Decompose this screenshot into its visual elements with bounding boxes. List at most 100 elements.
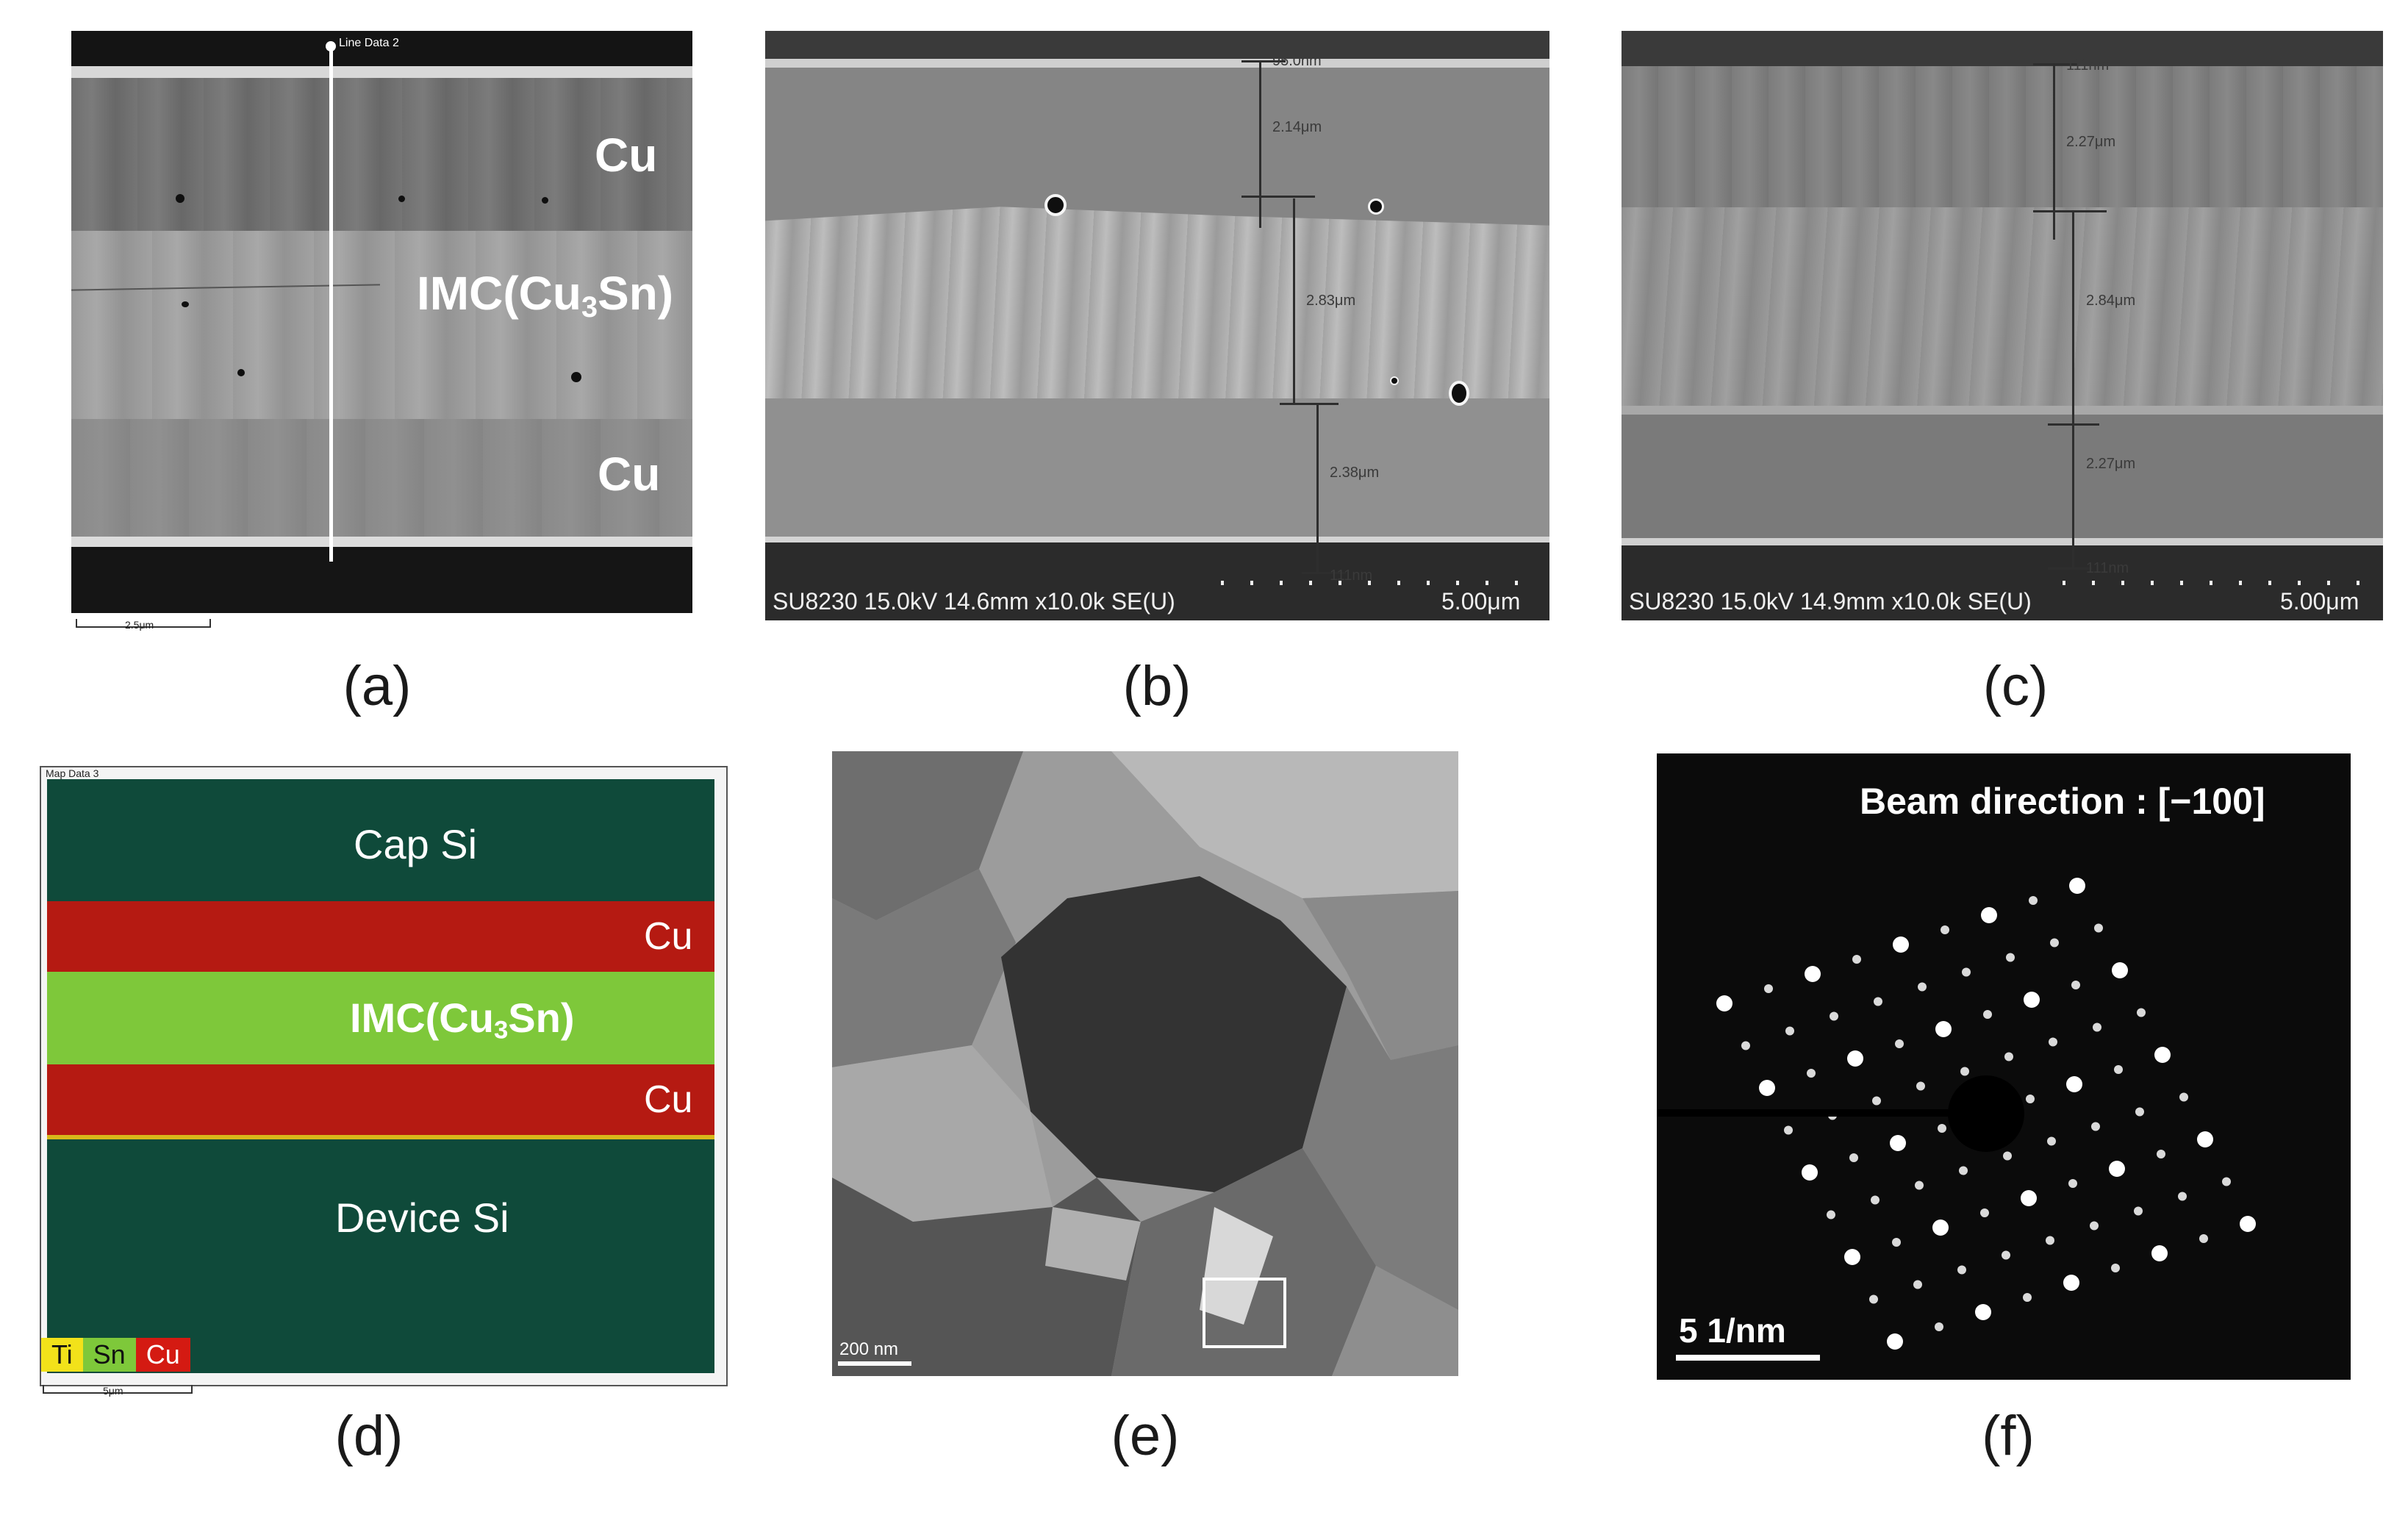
- meas-bottom-c: 111nm: [2086, 560, 2129, 576]
- diffraction-spot: [2199, 1234, 2208, 1243]
- scale-bar-a: [76, 619, 211, 628]
- diffraction-spot: [1887, 1333, 1903, 1350]
- diffraction-spot: [2002, 1250, 2010, 1260]
- void: [176, 194, 184, 203]
- diffraction-spot: [1890, 1135, 1906, 1151]
- diffraction-spot: [1941, 925, 1949, 934]
- diffraction-spot: [1827, 1210, 1835, 1219]
- meas-3-b: 2.38μm: [1330, 465, 1380, 481]
- region-marker-box: [1203, 1278, 1286, 1348]
- diffraction-spot: [1874, 997, 1882, 1006]
- meas-top-b: 95.0nm: [1272, 53, 1322, 69]
- diffraction-spot: [1938, 1124, 1946, 1133]
- diffraction-spot: [1893, 936, 1909, 953]
- eds-legend: Ti Sn Cu: [41, 1338, 190, 1372]
- sem-info-b: SU8230 15.0kV 14.6mm x10.0k SE(U): [773, 588, 1175, 615]
- beam-direction-label: Beam direction : [−100]: [1860, 781, 2265, 822]
- meas-1-c: 2.27μm: [2066, 134, 2116, 150]
- label-imc-d: IMC(Cu3Sn): [350, 995, 575, 1045]
- diffraction-spot: [1932, 1219, 1949, 1236]
- diffraction-spot: [2157, 1150, 2165, 1158]
- meas-2-c: 2.84μm: [2086, 293, 2136, 309]
- label-cu-bottom-d: Cu: [644, 1078, 693, 1121]
- panel-a-sem-image: Line Data 2 Cu IMC(Cu3Sn) Cu: [71, 31, 692, 613]
- panel-b-sem-image: 95.0nm 2.14μm 2.83μm 2.38μm 111nm SU8230…: [765, 31, 1549, 620]
- scale-bar-d: [43, 1385, 193, 1394]
- caption-b: (b): [1122, 655, 1192, 717]
- diffraction-spot: [1805, 966, 1821, 982]
- diffraction-spot: [1975, 1304, 1991, 1320]
- scale-text-c: 5.00μm: [2280, 588, 2359, 615]
- diffraction-spot: [1913, 1280, 1922, 1289]
- diffraction-spot: [2111, 1264, 2120, 1272]
- scale-bar-d-label: 5μm: [103, 1385, 123, 1397]
- scale-text-e: 200 nm: [839, 1339, 899, 1359]
- caption-e: (e): [1111, 1405, 1180, 1467]
- diffraction-spot: [2004, 1052, 2013, 1061]
- diffraction-spot: [1916, 1081, 1925, 1091]
- diffraction-spot: [1981, 907, 1997, 923]
- void: [542, 197, 548, 204]
- eds-region-cu-bottom: [47, 1064, 714, 1135]
- meas-1-b: 2.14μm: [1272, 119, 1322, 135]
- panel-e-tem-image: 200 nm: [832, 751, 1458, 1376]
- label-cu-top-d: Cu: [644, 915, 693, 958]
- eds-region-cu-top: [47, 901, 714, 972]
- diffraction-spot: [2023, 1293, 2032, 1302]
- void: [182, 301, 189, 307]
- diffraction-spot: [2047, 1136, 2056, 1146]
- diffraction-spot: [2134, 1206, 2143, 1216]
- diffraction-spot: [1959, 1166, 1968, 1175]
- diffraction-spot: [1872, 1096, 1881, 1106]
- diffraction-spot: [2026, 1095, 2035, 1103]
- diffraction-spot: [1935, 1322, 1943, 1331]
- void: [571, 372, 581, 382]
- caption-a: (a): [343, 655, 412, 717]
- meas-top-c: 111nm: [2066, 57, 2110, 74]
- diffraction-spot: [1962, 967, 1971, 977]
- diffraction-spot: [2029, 896, 2038, 905]
- diffraction-spot: [1764, 984, 1773, 993]
- scale-text-f: 5 1/nm: [1679, 1311, 1786, 1350]
- diffraction-spot: [2112, 962, 2128, 978]
- eds-region-cap-si: [47, 779, 714, 901]
- diffraction-spot: [1716, 995, 1732, 1011]
- diffraction-spot: [1960, 1067, 1969, 1076]
- label-cu-bottom: Cu: [598, 448, 661, 501]
- diffraction-spot: [2094, 923, 2103, 933]
- diffraction-spot: [2046, 1236, 2054, 1245]
- label-device-si: Device Si: [335, 1195, 509, 1241]
- diffraction-spot: [2069, 878, 2085, 894]
- scale-dots-b: [1221, 581, 1537, 585]
- scale-dots-c: [2063, 581, 2371, 585]
- line-scan-marker: [329, 47, 333, 562]
- diffraction-spot: [2154, 1047, 2171, 1063]
- diffraction-spot: [1844, 1249, 1860, 1265]
- diffraction-spot: [2135, 1107, 2144, 1117]
- diffraction-spot: [1852, 955, 1861, 964]
- diffraction-spot: [2091, 1122, 2100, 1131]
- sem-info-c: SU8230 15.0kV 14.9mm x10.0k SE(U): [1629, 588, 2032, 615]
- diffraction-spot: [1935, 1021, 1952, 1037]
- diffraction-spot: [2151, 1245, 2168, 1261]
- diffraction-spot: [2066, 1076, 2082, 1092]
- meas-2-b: 2.83μm: [1306, 293, 1356, 309]
- caption-f: (f): [1982, 1405, 2035, 1467]
- diffraction-spot: [1741, 1041, 1750, 1050]
- diffraction-spot: [2049, 1037, 2057, 1047]
- diffraction-spot: [2178, 1192, 2187, 1201]
- diffraction-spot: [1918, 982, 1927, 992]
- legend-sn: Sn: [82, 1338, 136, 1372]
- diffraction-spot: [2222, 1177, 2231, 1186]
- eds-region-device-si: [47, 1139, 714, 1373]
- meas-3-c: 2.27μm: [2086, 456, 2136, 472]
- diffraction-spot: [1759, 1080, 1775, 1096]
- diffraction-spot: [1892, 1238, 1901, 1247]
- scale-bar-a-label: 2.5μm: [125, 619, 154, 631]
- diffraction-spot: [1980, 1208, 1989, 1217]
- legend-cu: Cu: [135, 1338, 190, 1372]
- diffraction-spot: [1895, 1039, 1904, 1048]
- diffraction-spot: [2024, 992, 2040, 1008]
- diffraction-spot: [1807, 1069, 1816, 1078]
- diffraction-spot: [2090, 1221, 2099, 1231]
